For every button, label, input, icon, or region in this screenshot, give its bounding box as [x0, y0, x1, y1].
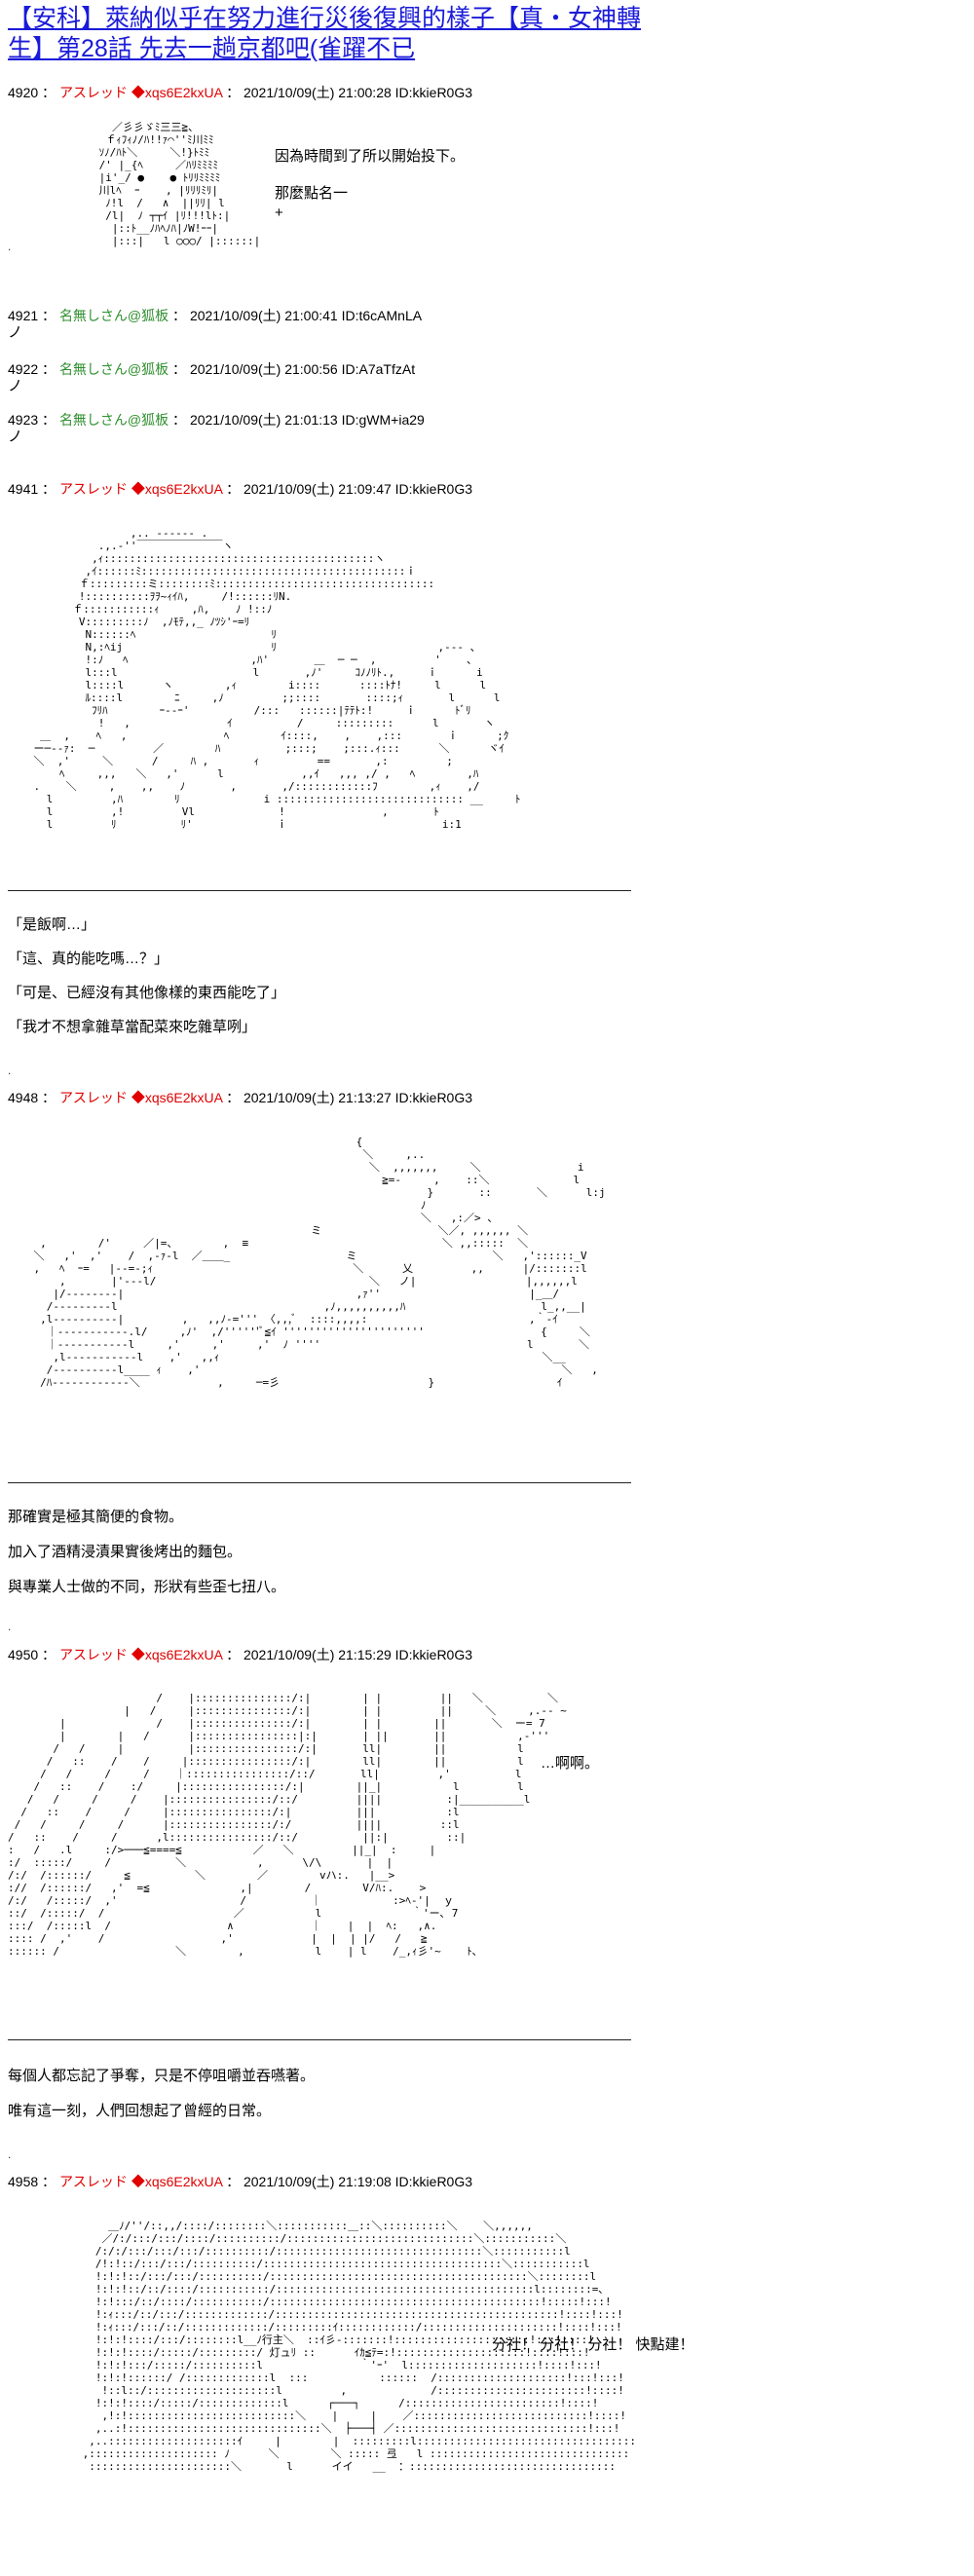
poster-name: アスレッド — [58, 1647, 128, 1662]
poster-name: アスレッド — [58, 1090, 128, 1105]
tripcode: ◆xqs6E2kxUA — [131, 481, 223, 497]
divider — [8, 890, 631, 891]
post-number[interactable]: 4922 — [8, 361, 39, 377]
poster-name: 名無しさん@狐板 — [58, 412, 169, 428]
post-header-4950: 4950 ： アスレッド ◆xqs6E2kxUA ： 2021/10/09(土)… — [8, 1647, 473, 1662]
tripcode: ◆xqs6E2kxUA — [131, 2174, 223, 2189]
post-header-4922: 4922 ： 名無しさん@狐板 ： 2021/10/09(土) 21:00:56… — [8, 361, 416, 377]
narration-line: 加入了酒精浸漬果實後烤出的麵包。 — [8, 1544, 243, 1560]
ascii-art-chant: ＿ﾉ/''/::,,/::::/::::::::＼:::::::::::＿::＼… — [82, 2220, 637, 2473]
narration-line: 「我才不想拿雜草當配菜來吃雜草咧」 — [8, 1019, 257, 1035]
post-id: ID:kkieR0G3 — [394, 85, 473, 100]
post-number[interactable]: 4921 — [8, 308, 39, 323]
narration-line: 「這、真的能吃嗎…？」 — [8, 951, 169, 967]
narration-line: 每個人都忘記了爭奪，只是不停咀嚼並吞嚥著。 — [8, 2068, 316, 2084]
narration-line: 那確實是極其簡便的食物。 — [8, 1509, 184, 1525]
poster-name: アスレッド — [58, 481, 128, 497]
post-id: ID:t6cAMnLA — [341, 308, 423, 323]
poster-name: アスレッド — [58, 2174, 128, 2189]
tripcode: ◆xqs6E2kxUA — [131, 1647, 223, 1662]
ascii-art-crowd: / |:::::::::::::::/:| | | || ＼ ＼ | / |::… — [8, 1692, 567, 1958]
divider — [8, 1482, 631, 1483]
poster-name: アスレッド — [58, 85, 128, 100]
speech-plus: + — [275, 205, 283, 221]
post-id: ID:kkieR0G3 — [394, 2174, 473, 2189]
speech-text: 因為時間到了所以開始投下。 — [275, 148, 466, 165]
post-number[interactable]: 4950 — [8, 1647, 39, 1662]
post-number[interactable]: 4923 — [8, 412, 39, 428]
thread-title[interactable]: 【安科】萊納似乎在努力進行災後復興的樣子【真・女神轉生】第28話 先去一趟京都吧… — [8, 5, 642, 62]
post-date: 2021/10/09(土) 21:19:08 — [243, 2174, 392, 2189]
divider — [8, 2039, 631, 2040]
speech-text: 分社！ 分社！ 分社！ 快點建！ — [492, 2336, 694, 2353]
post-date: 2021/10/09(土) 21:00:56 — [189, 361, 338, 377]
poster-name: 名無しさん@狐板 — [58, 361, 169, 377]
ascii-art-face: ／彡彡ゞﾐ三三≧、 ｆｨﾌｨﾉ/ﾊ!!ｧ⌒''ﾐ川ﾐﾐ ｿﾉ/ﾊﾄ＼ ＼!}ﾄﾐ… — [98, 121, 261, 247]
post-id: ID:A7aTfzAt — [341, 361, 416, 377]
narration-line: 「是飯啊…」 — [8, 916, 96, 933]
post-date: 2021/10/09(土) 21:01:13 — [189, 412, 338, 428]
post-header-4920: 4920 ： アスレッド ◆xqs6E2kxUA ： 2021/10/09(土)… — [8, 85, 473, 100]
narration-line: 唯有這一刻，人們回想起了曾經的日常。 — [8, 2103, 272, 2119]
post-number[interactable]: 4920 — [8, 85, 39, 100]
post-header-4923: 4923 ： 名無しさん@狐板 ： 2021/10/09(土) 21:01:13… — [8, 412, 425, 428]
ascii-art-group: ,.. -‐‐‐‐- . .,.-''￣￣￣￣￣￣￣￣ヽ ,ｨ:::::::::… — [33, 527, 521, 831]
narration-line: 「可是、已經沒有其他像樣的東西能吃了」 — [8, 985, 286, 1001]
post-number[interactable]: 4958 — [8, 2174, 39, 2189]
speech-text: 那麼點名一 — [275, 185, 349, 202]
tripcode: ◆xqs6E2kxUA — [131, 1090, 223, 1105]
post-id: ID:kkieR0G3 — [394, 481, 473, 497]
post-id: ID:gWM+ia29 — [341, 412, 425, 428]
reply-text: ノ — [8, 429, 23, 445]
reply-text: ノ — [8, 378, 23, 394]
post-number[interactable]: 4941 — [8, 481, 39, 497]
post-header-4941: 4941 ： アスレッド ◆xqs6E2kxUA ： 2021/10/09(土)… — [8, 481, 473, 497]
post-date: 2021/10/09(土) 21:13:27 — [243, 1090, 392, 1105]
narration-line: 與專業人士做的不同，形狀有些歪七扭八。 — [8, 1579, 286, 1595]
post-id: ID:kkieR0G3 — [394, 1647, 473, 1662]
post-date: 2021/10/09(土) 21:09:47 — [243, 481, 392, 497]
post-header-4921: 4921 ： 名無しさん@狐板 ： 2021/10/09(土) 21:00:41… — [8, 308, 423, 323]
post-number[interactable]: 4948 — [8, 1090, 39, 1105]
post-header-4948: 4948 ： アスレッド ◆xqs6E2kxUA ： 2021/10/09(土)… — [8, 1090, 473, 1105]
post-id: ID:kkieR0G3 — [394, 1090, 473, 1105]
post-date: 2021/10/09(土) 21:15:29 — [243, 1647, 392, 1662]
speech-text: …啊啊。 — [541, 1755, 600, 1772]
tripcode: ◆xqs6E2kxUA — [131, 85, 223, 100]
ascii-art-bread: { ＼ ,.. ＼ ,,,,,,, ＼ i — [33, 1136, 606, 1389]
post-date: 2021/10/09(土) 21:00:28 — [243, 85, 392, 100]
post-date: 2021/10/09(土) 21:00:41 — [189, 308, 338, 323]
reply-text: ノ — [8, 324, 23, 341]
post-header-4958: 4958 ： アスレッド ◆xqs6E2kxUA ： 2021/10/09(土)… — [8, 2174, 473, 2189]
poster-name: 名無しさん@狐板 — [58, 308, 169, 323]
